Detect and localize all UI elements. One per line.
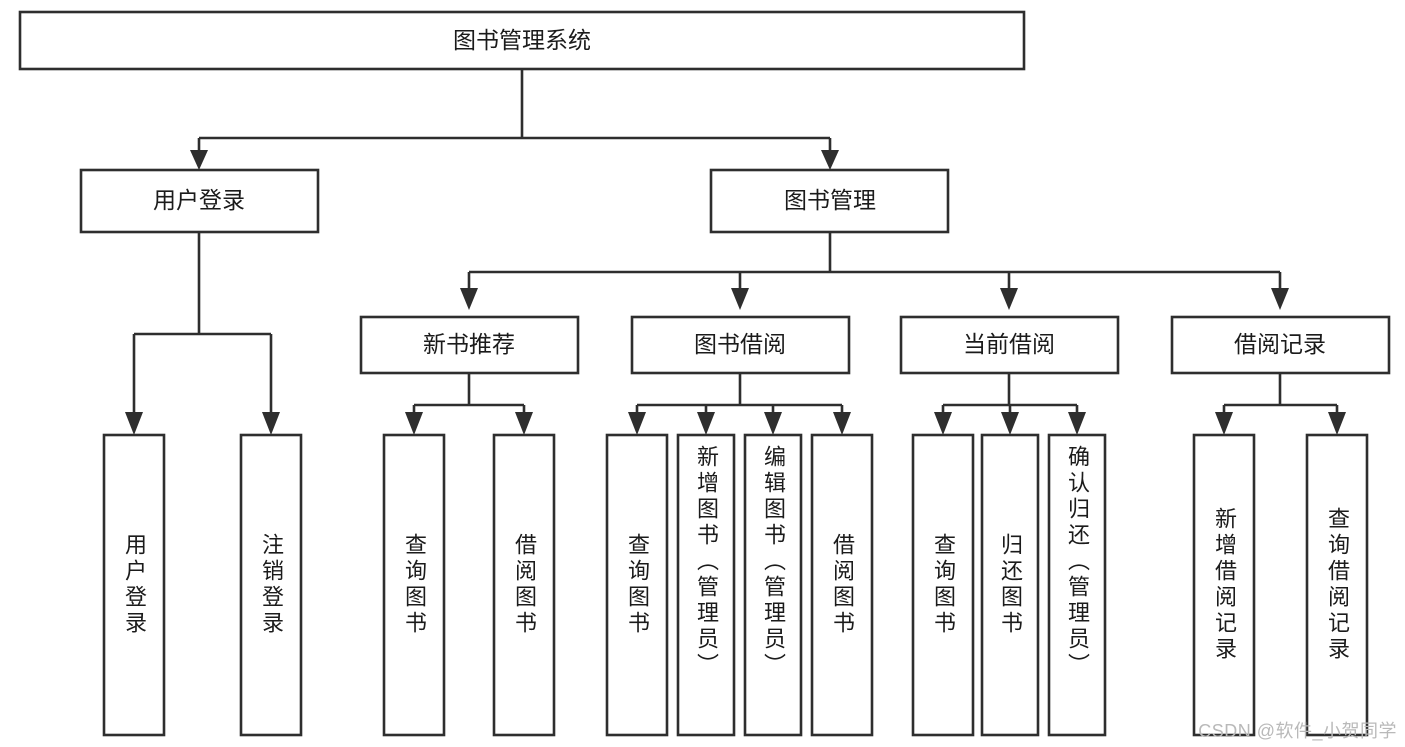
arrow-head-icon	[1328, 412, 1346, 435]
edge-book-manage-to-level3	[460, 232, 1289, 310]
edge-current-borrow-to-leaves	[934, 373, 1086, 435]
arrow-head-icon	[934, 412, 952, 435]
leaf-box-query-borrow-record[interactable]	[1305, 433, 1369, 737]
node-borrow-record-label: 借阅记录	[1234, 331, 1326, 357]
edge-root-to-level2	[190, 69, 839, 170]
arrow-head-icon	[764, 412, 782, 435]
arrow-head-icon	[1215, 412, 1233, 435]
arrow-head-icon	[1068, 412, 1086, 435]
leaf-box-add-borrow-record[interactable]	[1192, 433, 1256, 737]
csdn-watermark: CSDN @软件_小贺同学	[1198, 721, 1397, 741]
arrow-head-icon	[1000, 288, 1018, 310]
edge-new-book-recommend-to-leaves	[405, 373, 533, 435]
node-new-book-recommend-box[interactable]	[359, 315, 580, 375]
leaf-box-edit-book-admin[interactable]	[743, 433, 803, 737]
node-root-box[interactable]	[18, 10, 1026, 71]
edge-borrow-record-to-leaves	[1215, 373, 1346, 435]
node-new-book-recommend-label: 新书推荐	[423, 331, 515, 357]
arrow-head-icon	[628, 412, 646, 435]
arrow-head-icon	[515, 412, 533, 435]
arrow-head-icon	[821, 150, 839, 170]
leaf-box-user-login[interactable]	[102, 433, 166, 737]
arrow-head-icon	[460, 288, 478, 310]
edge-book-borrow-to-leaves	[628, 373, 851, 435]
leaf-box-confirm-return-admin[interactable]	[1047, 433, 1107, 737]
leaf-box-borrow-book-2[interactable]	[810, 433, 874, 737]
arrow-head-icon	[1271, 288, 1289, 310]
arrow-head-icon	[405, 412, 423, 435]
arrow-head-icon	[125, 412, 143, 435]
arrow-head-icon	[190, 150, 208, 170]
leaf-box-borrow-book-1[interactable]	[492, 433, 556, 737]
leaf-box-add-book-admin[interactable]	[676, 433, 736, 737]
node-book-borrow-label: 图书借阅	[694, 331, 786, 357]
node-current-borrow-label: 当前借阅	[963, 331, 1055, 357]
leaf-box-query-book-2[interactable]	[605, 433, 669, 737]
arrow-head-icon	[1001, 412, 1019, 435]
node-user-login-box[interactable]	[79, 168, 320, 234]
node-user-login-label: 用户登录	[153, 187, 245, 213]
node-root-label: 图书管理系统	[453, 27, 591, 53]
arrow-head-icon	[731, 288, 749, 310]
leaf-box-logout[interactable]	[239, 433, 303, 737]
arrow-head-icon	[262, 412, 280, 435]
leaf-box-return-book[interactable]	[980, 433, 1040, 737]
arrow-head-icon	[697, 412, 715, 435]
arrow-head-icon	[833, 412, 851, 435]
node-book-manage-label: 图书管理	[784, 187, 876, 213]
leaf-box-query-book-3[interactable]	[911, 433, 975, 737]
node-current-borrow-box[interactable]	[899, 315, 1120, 375]
edge-user-login-to-leaves	[125, 232, 280, 435]
leaf-box-query-book-1[interactable]	[382, 433, 446, 737]
